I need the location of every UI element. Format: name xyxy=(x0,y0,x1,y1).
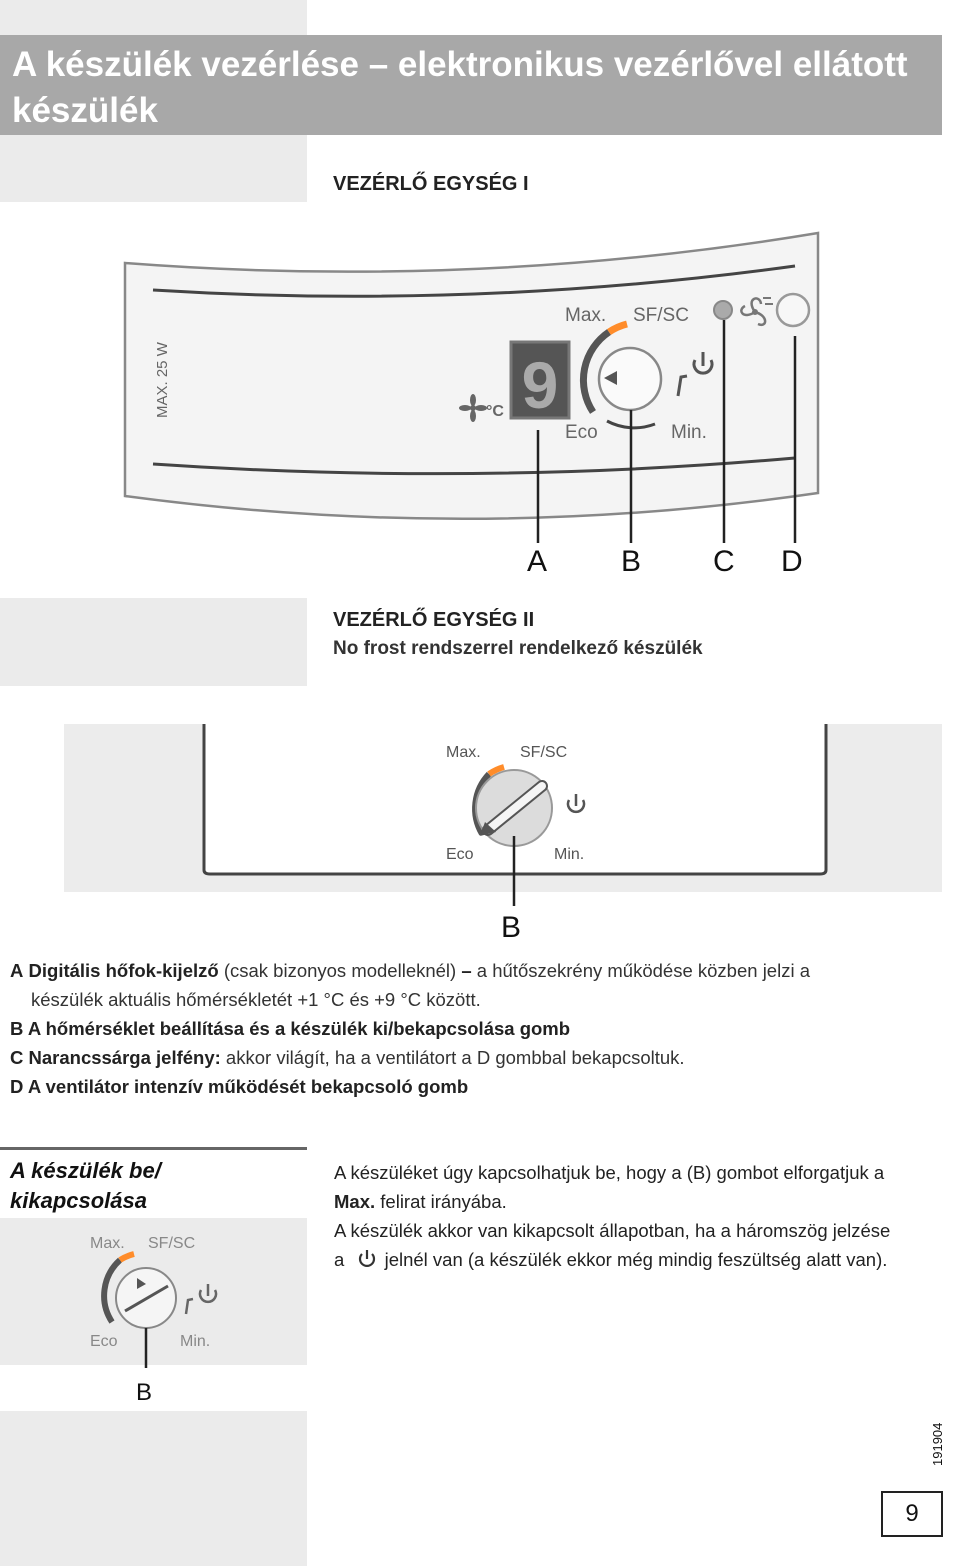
document-code: 191904 xyxy=(930,1422,945,1466)
desc-a-text: (csak bizonyos modelleknél) xyxy=(218,960,462,981)
description-d: D A ventilátor intenzív működését bekapc… xyxy=(10,1076,469,1097)
power-symbol-icon xyxy=(359,1250,376,1267)
fan-icon xyxy=(740,297,773,327)
sfsc-label: SF/SC xyxy=(633,305,689,326)
onoff-text-line1: A készüléket úgy kapcsolhatjuk be, hogy … xyxy=(334,1162,885,1183)
onoff-title-line1: A készülék be/ xyxy=(10,1158,161,1183)
display-digit: 9 xyxy=(522,348,559,422)
eco-label: Eco xyxy=(565,422,598,443)
callout-b: B xyxy=(501,911,522,944)
onoff-text4-pre: a xyxy=(334,1249,345,1270)
desc-c-title: C Narancssárga jelfény: xyxy=(10,1047,221,1068)
callout-c: C xyxy=(713,545,735,578)
sfsc-scale-marker xyxy=(118,1251,135,1263)
callout-a: A xyxy=(527,545,548,578)
onoff-text2: felirat irányába. xyxy=(375,1191,507,1212)
unit1-heading: VEZÉRLŐ EGYSÉG I xyxy=(333,173,529,195)
fan-button[interactable] xyxy=(775,292,811,328)
onoff-text-line2: Max. felirat irányába. xyxy=(334,1187,944,1216)
sfsc-scale-marker xyxy=(607,320,628,335)
sidebar-gap xyxy=(0,1365,307,1411)
eco-label: Eco xyxy=(90,1333,118,1350)
power-rating-label: MAX. 25 W xyxy=(154,341,171,418)
desc-c-text: akkor világít, ha a ventilátort a D gomb… xyxy=(220,1047,685,1068)
description-a-line2: készülék aktuális hőmérsékletét +1 °C és… xyxy=(31,989,481,1010)
unit2-heading: VEZÉRLŐ EGYSÉG II xyxy=(333,609,535,631)
onoff-title-line2: kikapcsolása xyxy=(10,1188,147,1213)
desc-a-letter: A xyxy=(10,960,24,981)
min-label: Min. xyxy=(671,422,707,443)
knob-triangle-icon xyxy=(604,371,617,385)
desc-a-title: Digitális hőfok-kijelző xyxy=(28,960,219,981)
orange-indicator-light xyxy=(713,300,733,320)
callout-d: D xyxy=(781,545,803,578)
unit-label: °C xyxy=(486,403,504,420)
title-band xyxy=(0,35,942,135)
description-c: C Narancssárga jelfény: akkor világít, h… xyxy=(10,1043,940,1072)
control-unit-1-illustration: MAX. 25 W °C 9 Max. SF/SC Eco Min. xyxy=(123,231,820,543)
onoff-text-line3: A készülék akkor van kikapcsolt állapotb… xyxy=(334,1220,891,1241)
control-unit-2-illustration: Max. SF/SC Eco Min. xyxy=(64,724,942,906)
desc-a-text2: a hűtőszekrény működése közben jelzi a xyxy=(471,960,810,981)
min-label: Min. xyxy=(180,1333,210,1350)
digital-display xyxy=(509,340,571,420)
onoff-knob-illustration: Max. SF/SC Eco Min. xyxy=(0,1218,307,1368)
power-symbol-icon xyxy=(676,352,714,397)
page-number: 9 xyxy=(881,1491,943,1537)
unit2-subheading: No frost rendszerrel rendelkező készülék xyxy=(333,638,703,659)
callout-b: B xyxy=(621,545,642,578)
description-b: B A hőmérséklet beállítása és a készülék… xyxy=(10,1018,571,1039)
section-rule xyxy=(0,1147,307,1150)
onoff-text-line4: a jelnél van (a készülék ekkor még mindi… xyxy=(334,1245,944,1274)
min-label: Min. xyxy=(554,846,584,863)
side-title-background xyxy=(0,1150,307,1218)
onoff-description: A készüléket úgy kapcsolhatjuk be, hogy … xyxy=(334,1158,944,1274)
temperature-scale-arc xyxy=(579,329,612,414)
sfsc-scale-marker xyxy=(487,764,505,777)
eco-label: Eco xyxy=(446,846,474,863)
temperature-scale-arc xyxy=(101,1257,123,1324)
fan-symbol-icon xyxy=(459,394,487,422)
callout-b: B xyxy=(136,1379,153,1406)
onoff-title: A készülék be/ kikapcsolása xyxy=(10,1156,161,1216)
onoff-max-bold: Max. xyxy=(334,1191,376,1212)
sfsc-label: SF/SC xyxy=(148,1235,195,1252)
max-label: Max. xyxy=(446,744,481,761)
description-a: A Digitális hőfok-kijelző (csak bizonyos… xyxy=(10,956,940,985)
sfsc-label: SF/SC xyxy=(520,744,567,761)
power-symbol-icon xyxy=(184,1284,218,1315)
knob-triangle-icon xyxy=(137,1278,146,1289)
page-title: A készülék vezérlése – elektronikus vezé… xyxy=(12,45,908,130)
max-label: Max. xyxy=(565,305,606,326)
power-symbol-icon xyxy=(566,794,586,814)
desc-a-dash: – xyxy=(461,960,472,981)
onoff-text4: jelnél van (a készülék ekkor még mindig … xyxy=(379,1249,888,1270)
max-label: Max. xyxy=(90,1235,125,1252)
